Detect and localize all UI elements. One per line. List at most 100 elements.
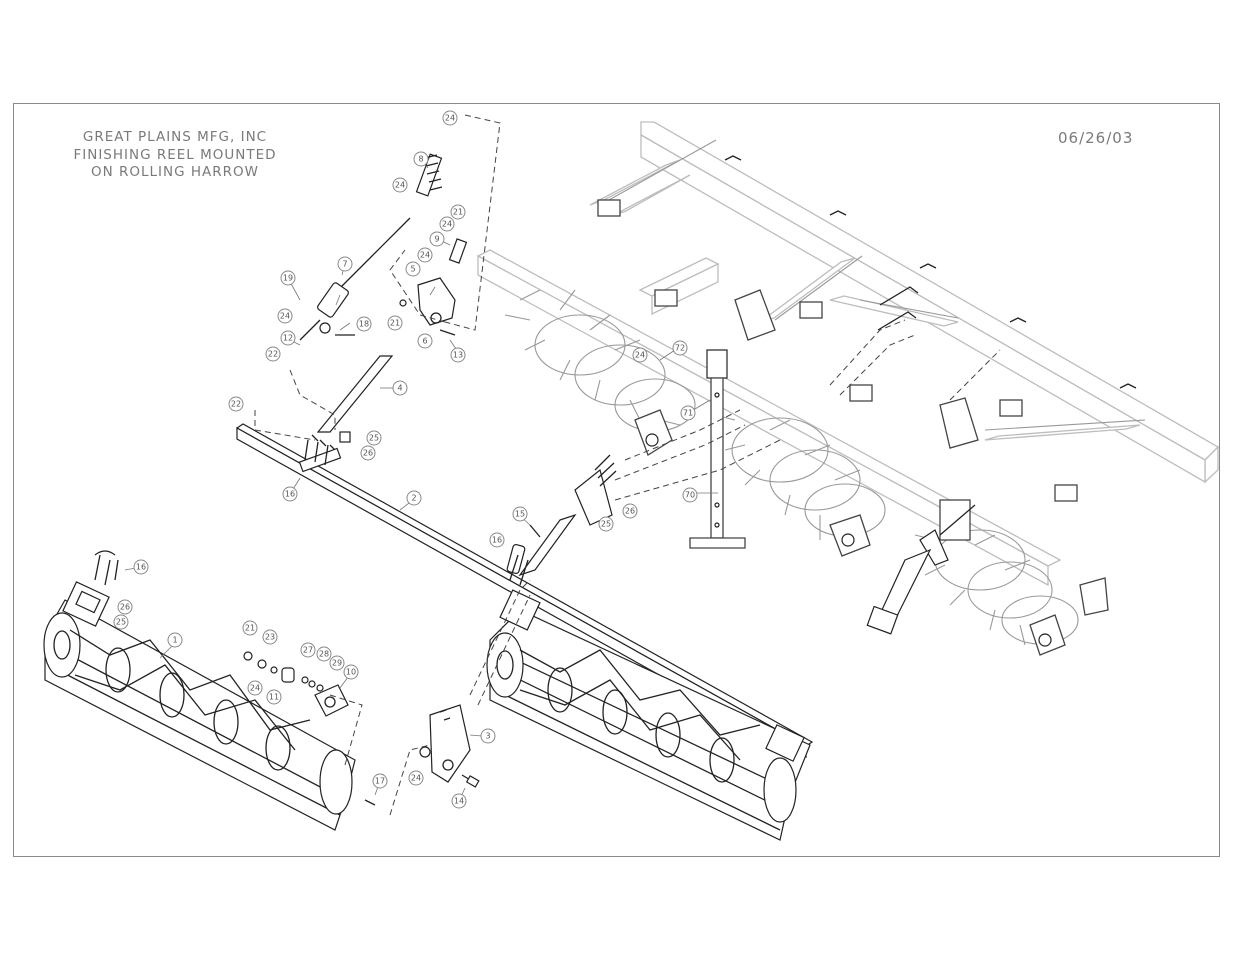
- u-bolts: [75, 439, 529, 614]
- harrow-reel-middle: [714, 289, 886, 557]
- callout-label: 16: [492, 536, 502, 545]
- callout-1: 1: [167, 632, 183, 648]
- callout-label: 24: [445, 114, 455, 123]
- callout-label: 21: [453, 208, 463, 217]
- callout-4: 4: [392, 380, 408, 396]
- callout-label: 17: [375, 777, 385, 786]
- frame-brackets: [597, 155, 1137, 541]
- callout-label: 7: [342, 260, 347, 269]
- callout-label: 24: [420, 251, 430, 260]
- callout-11: 11: [266, 689, 282, 705]
- callout-24d: 24: [417, 247, 433, 263]
- callout-25c: 25: [598, 516, 614, 532]
- callout-9: 9: [429, 231, 445, 247]
- callout-71: 71: [680, 405, 696, 421]
- callout-24a: 24: [442, 110, 458, 126]
- callout-label: 24: [395, 181, 405, 190]
- title-line-mount: ON ROLLING HARROW: [90, 164, 260, 180]
- callout-label: 21: [245, 624, 255, 633]
- callout-label: 3: [485, 732, 490, 741]
- callout-label: 28: [319, 650, 329, 659]
- callout-label: 70: [685, 491, 695, 500]
- mount-bracket-lower: [364, 704, 480, 806]
- title-line-product: FINISHING REEL MOUNTED: [73, 146, 277, 163]
- callout-label: 22: [231, 400, 241, 409]
- callout-label: 5: [410, 265, 415, 274]
- assembly-lines: [254, 114, 1001, 816]
- callout-24g: 24: [408, 770, 424, 786]
- callout-25a: 25: [366, 430, 382, 446]
- callout-label: 29: [332, 659, 342, 668]
- linkage-exploded: [298, 153, 468, 473]
- callout-24h: 24: [632, 347, 648, 363]
- callout-label: 24: [635, 351, 645, 360]
- callout-21c: 21: [242, 620, 258, 636]
- callout-label: 25: [369, 434, 379, 443]
- callout-18: 18: [356, 316, 372, 332]
- callout-19: 19: [280, 270, 296, 286]
- callout-label: 26: [120, 603, 130, 612]
- linkage-installed: [506, 454, 976, 635]
- callout-7: 7: [337, 256, 353, 272]
- title-block: GREAT PLAINS MFG, INC FINISHING REEL MOU…: [60, 129, 290, 182]
- callout-label: 6: [422, 337, 427, 346]
- callout-2: 2: [406, 490, 422, 506]
- callout-label: 18: [359, 320, 369, 329]
- callout-label: 12: [283, 334, 293, 343]
- callout-label: 24: [411, 774, 421, 783]
- callout-15: 15: [512, 506, 528, 522]
- harrow-reel-left: [504, 289, 696, 456]
- callout-29: 29: [329, 655, 345, 671]
- callout-24f: 24: [247, 680, 263, 696]
- drawing-border: [13, 103, 1220, 857]
- callout-26c: 26: [622, 503, 638, 519]
- callout-26a: 26: [360, 445, 376, 461]
- callout-label: 13: [453, 351, 463, 360]
- frame-u-bolts: [877, 286, 919, 331]
- callout-label: 19: [283, 274, 293, 283]
- callout-label: 25: [116, 618, 126, 627]
- callout-label: 71: [683, 409, 693, 418]
- callout-label: 26: [625, 507, 635, 516]
- title-line-company: GREAT PLAINS MFG, INC: [82, 129, 268, 145]
- bearing-assembly: [243, 651, 349, 717]
- callout-21a: 21: [450, 204, 466, 220]
- drawing-date: 06/26/03: [1058, 129, 1134, 147]
- callout-label: 16: [136, 563, 146, 572]
- callout-22a: 22: [265, 346, 281, 362]
- callout-label: 15: [515, 510, 525, 519]
- callout-label: 10: [346, 668, 356, 677]
- callout-10: 10: [343, 664, 359, 680]
- callout-label: 24: [442, 220, 452, 229]
- callout-label: 14: [454, 797, 464, 806]
- callout-21b: 21: [387, 315, 403, 331]
- callout-13: 13: [450, 347, 466, 363]
- callout-label: 72: [675, 344, 685, 353]
- callout-28: 28: [316, 646, 332, 662]
- callout-25b: 25: [113, 614, 129, 630]
- callout-14: 14: [451, 793, 467, 809]
- callout-23: 23: [262, 629, 278, 645]
- callout-17: 17: [372, 773, 388, 789]
- callout-16a: 16: [133, 559, 149, 575]
- finishing-reel-exploded: [43, 581, 356, 831]
- callout-70: 70: [682, 487, 698, 503]
- callout-22b: 22: [228, 396, 244, 412]
- callout-label: 25: [601, 520, 611, 529]
- callout-label: 4: [397, 384, 402, 393]
- callout-label: 26: [363, 449, 373, 458]
- callout-16b: 16: [282, 486, 298, 502]
- callout-label: 9: [434, 235, 439, 244]
- callout-label: 27: [303, 646, 313, 655]
- callout-26b: 26: [117, 599, 133, 615]
- callout-8: 8: [413, 151, 429, 167]
- callout-label: 22: [268, 350, 278, 359]
- finishing-reel-installed: [486, 589, 811, 841]
- parking-stand: [689, 349, 746, 549]
- callout-6: 6: [417, 333, 433, 349]
- callout-label: 2: [411, 494, 416, 503]
- callout-label: 16: [285, 490, 295, 499]
- callout-label: 11: [269, 693, 279, 702]
